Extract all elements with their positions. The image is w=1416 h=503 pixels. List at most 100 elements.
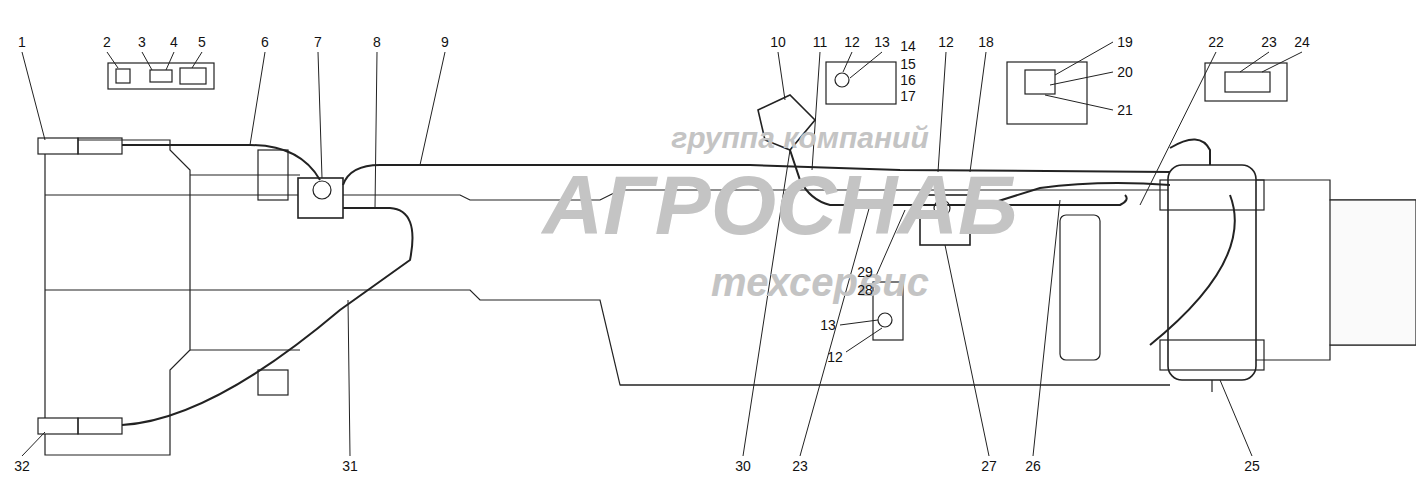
leader-line: [22, 52, 45, 140]
callout-number: 12: [844, 35, 860, 49]
watermark-text: группа компаний: [671, 123, 928, 153]
leader-line: [375, 52, 377, 208]
callout-number: 31: [342, 459, 358, 473]
drain-valve: [1211, 380, 1212, 392]
fitting: [150, 70, 172, 82]
leader-line: [1055, 42, 1113, 75]
callout-number: 32: [14, 459, 30, 473]
callout-number: 14: [900, 39, 916, 53]
callout-number: 2: [103, 35, 111, 49]
callout-number: 13: [874, 35, 890, 49]
receiver-band: [1160, 340, 1264, 370]
clamp: [878, 313, 892, 327]
leader-line: [1240, 52, 1269, 72]
fitting: [180, 68, 206, 84]
leader-line: [1140, 52, 1216, 205]
clamp: [835, 73, 849, 87]
callout-number: 29: [857, 265, 873, 279]
rear-frame: [1255, 180, 1416, 360]
pipe: [122, 208, 413, 425]
valve-detail: [1025, 70, 1055, 94]
front-axle: [45, 140, 190, 455]
bracket: [258, 370, 288, 395]
leader-line: [348, 300, 350, 456]
fitting-nut: [116, 69, 130, 83]
leader-line: [22, 432, 45, 456]
frame-line: [620, 384, 1170, 385]
callout-number: 13: [820, 318, 836, 332]
leader-line: [945, 245, 989, 456]
frame-bottom: [45, 290, 1170, 385]
leader-line: [840, 320, 878, 325]
callout-number: 12: [938, 35, 954, 49]
callout-number: 22: [1208, 35, 1224, 49]
hose-end: [78, 138, 122, 154]
frame-line: [190, 349, 300, 350]
leader-line: [1045, 95, 1113, 110]
frame-slot: [1060, 215, 1100, 360]
watermark-text: техсервис: [711, 262, 929, 302]
callout-number: 1: [18, 35, 26, 49]
leader-line: [1262, 52, 1302, 72]
callout-number: 10: [770, 35, 786, 49]
callout-number: 16: [900, 73, 916, 87]
callout-number: 17: [900, 89, 916, 103]
callout-number: 11: [813, 35, 828, 49]
frame-line: [190, 174, 300, 175]
leader-line: [970, 52, 986, 172]
leader-line: [107, 52, 118, 68]
callout-number: 27: [981, 459, 997, 473]
brake-valve: [298, 178, 343, 218]
leader-line: [250, 52, 265, 145]
callout-number: 18: [978, 35, 994, 49]
pipe: [122, 145, 320, 180]
callout-number: 24: [1294, 35, 1310, 49]
callout-number: 6: [261, 35, 269, 49]
hose-end: [78, 418, 122, 434]
callout-number: 8: [373, 35, 381, 49]
callout-number: 26: [1025, 459, 1041, 473]
callout-number: 21: [1117, 103, 1133, 117]
callout-number: 9: [441, 35, 449, 49]
callout-number: 5: [198, 35, 206, 49]
detail-box: [108, 63, 214, 89]
receiver-band: [1160, 180, 1264, 210]
leader-line: [843, 52, 852, 72]
pipe: [1150, 195, 1235, 345]
detail-box: [1007, 62, 1087, 124]
leader-line: [846, 328, 882, 352]
bracket: [258, 150, 288, 200]
leader-line: [778, 52, 785, 100]
callout-number: 19: [1117, 35, 1133, 49]
leader-line: [192, 52, 202, 68]
pipe: [1170, 139, 1210, 165]
callout-number: 12: [827, 350, 843, 364]
leader-line: [420, 52, 445, 165]
leader-line: [1033, 200, 1060, 456]
leader-line: [850, 52, 882, 78]
leader-line: [1050, 72, 1113, 85]
leader-line: [1220, 380, 1252, 456]
callout-number: 28: [857, 283, 873, 297]
detail-box: [826, 62, 896, 104]
rear-hitch: [1330, 200, 1416, 345]
watermark-text: АГРОСНАБ: [542, 163, 1017, 247]
valve-port: [313, 181, 331, 199]
detail-box: [1205, 63, 1287, 101]
callout-number: 15: [900, 57, 916, 71]
brake-chamber: [38, 138, 78, 154]
callout-number: 3: [138, 35, 146, 49]
callout-number: 7: [314, 35, 322, 49]
leader-line: [142, 52, 152, 70]
leader-line: [166, 52, 174, 70]
leader-line: [318, 52, 322, 178]
air-receiver: [1168, 165, 1256, 380]
callout-number: 23: [1261, 35, 1277, 49]
callout-number: 23: [792, 459, 808, 473]
callout-number: 20: [1117, 65, 1133, 79]
callout-number: 25: [1244, 459, 1260, 473]
brake-chamber: [38, 418, 78, 434]
callout-number: 30: [735, 459, 751, 473]
